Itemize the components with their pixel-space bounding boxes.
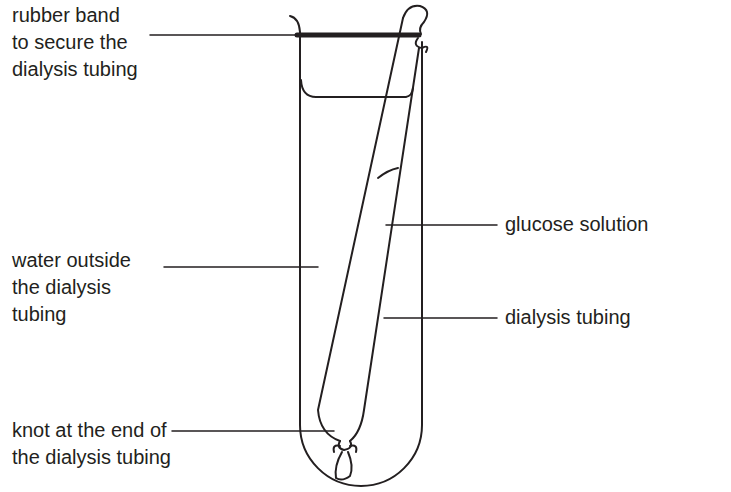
knot-ends [334,446,357,452]
callout-label: rubber band to secure the dialysis tubin… [12,2,140,83]
knot-tail [336,452,352,480]
callout-label: water outside the dialysis tubing [12,247,164,328]
callout-label: dialysis tubing [505,304,631,331]
test-tube [290,16,422,486]
tubing-tail [416,38,428,52]
glucose-surface [378,168,398,178]
leader-line [150,34,296,36]
water-surface [301,80,413,97]
leader-line [384,317,497,319]
dialysis-tubing-left [318,18,403,441]
leader-line [172,430,334,432]
callout-label: glucose solution [505,211,648,238]
callout-label: knot at the end of the dialysis tubing [12,417,174,471]
tubing-loop [403,6,427,34]
leader-line [164,266,318,268]
leader-line [386,224,497,226]
